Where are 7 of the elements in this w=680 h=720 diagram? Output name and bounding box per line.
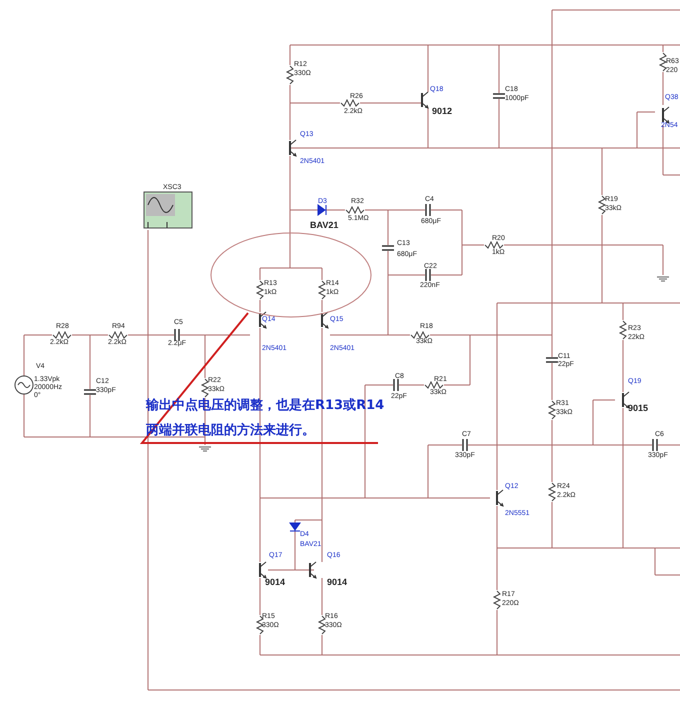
part-label: 9014: [327, 577, 348, 587]
leader-line: [140, 312, 378, 444]
highlight-ellipse: [210, 232, 372, 318]
part-label: 9014: [265, 577, 286, 587]
part-value: 9012: [432, 106, 452, 116]
part-label: 9015: [628, 403, 648, 413]
part-label: BAV21: [310, 220, 338, 230]
